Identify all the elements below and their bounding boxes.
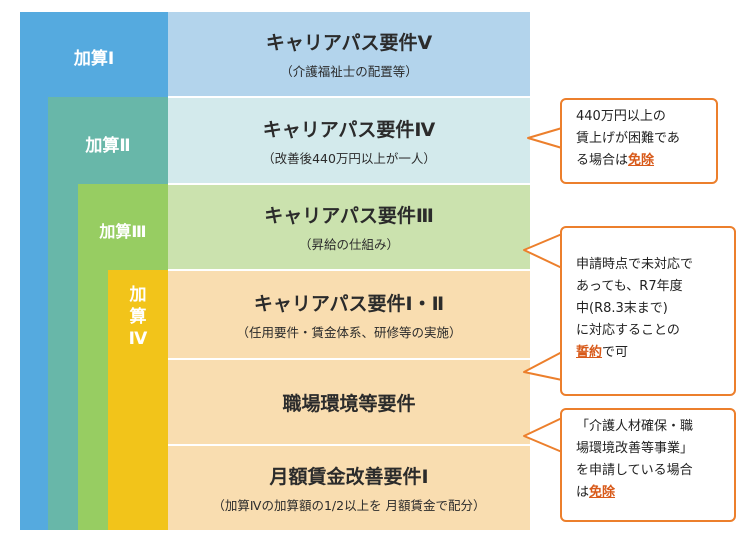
requirement-subtitle: （改善後440万円以上が一人） [262,150,436,166]
requirement-subtitle: （介護福祉士の配置等） [280,64,418,79]
callout-line: る場合は免除 [576,150,706,172]
callout-text: で可 [602,345,629,360]
callout-2-pointer-bottom [523,351,563,381]
requirement-career-path-5: キャリアパス要件Ⅴ （介護福祉士の配置等） [168,12,530,96]
level-3-label: 加算Ⅲ [99,222,147,241]
requirement-subtitle: （任用要件・賃金体系、研修等の実施） [236,324,462,340]
callout-1-pointer [527,127,563,149]
callout-line: 申請時点で未対応で [576,257,694,272]
requirement-career-path-1-2: キャリアパス要件Ⅰ・Ⅱ （任用要件・賃金体系、研修等の実施） [168,271,530,358]
requirement-career-path-4: キャリアパス要件Ⅳ （改善後440万円以上が一人） [168,98,530,183]
callout-text: は [576,485,590,500]
callout-2-pointer-top [523,233,563,269]
callout-pledge: 申請時点で未対応で あっても、R7年度 中(R8.3末まで) に対応することの … [560,226,736,396]
exemption-highlight: 免除 [589,485,616,500]
callout-line: は免除 [576,482,724,504]
callout-line: あっても、R7年度 [576,279,683,294]
requirement-title: 月額賃金改善要件Ⅰ [269,466,429,488]
callout-line: 中(R8.3末まで) [576,301,668,316]
level-2-label: 加算Ⅱ [85,136,131,156]
pledge-highlight: 誓約 [576,345,603,360]
callout-text: る場合は [576,153,629,168]
requirement-career-path-3: キャリアパス要件Ⅲ （昇給の仕組み） [168,185,530,269]
requirement-title: キャリアパス要件Ⅰ・Ⅱ [253,292,445,315]
level-4-label: 加 算 Ⅳ [108,284,168,350]
callout-line: 440万円以上の [576,109,666,124]
callout-3-pointer [523,417,563,453]
callout-line: 場環境改善等事業」 [576,441,694,456]
callout-line: 「介護人材確保・職 [576,419,694,434]
exemption-highlight: 免除 [628,153,655,168]
callout-line: に対応することの [576,323,680,338]
callout-line: 誓約で可 [576,342,724,364]
level-4-char-2: 算 [129,307,147,327]
level-4-char-3: Ⅳ [128,329,148,349]
requirement-monthly-wage: 月額賃金改善要件Ⅰ （加算Ⅳの加算額の1/2以上を 月額賃金で配分） [168,446,530,530]
requirement-title: キャリアパス要件Ⅲ [264,205,434,227]
callout-line: を申請している場合 [576,463,693,478]
requirement-subtitle: （昇給の仕組み） [298,237,399,252]
requirement-subtitle: （加算Ⅳの加算額の1/2以上を 月額賃金で配分） [212,498,486,513]
level-4-char-1: 加 [129,285,147,305]
callout-exemption-project: 「介護人材確保・職 場環境改善等事業」 を申請している場合 は免除 [560,408,736,522]
level-4-bar [108,270,168,530]
requirement-workplace-environment: 職場環境等要件 [168,360,530,444]
requirement-title: 職場環境等要件 [282,392,416,415]
level-1-label: 加算Ⅰ [73,49,115,69]
requirement-title: キャリアパス要件Ⅳ [262,118,436,141]
callout-line: 賃上げが困難であ [576,131,680,146]
callout-exemption-440: 440万円以上の 賃上げが困難であ る場合は免除 [560,98,718,184]
requirement-title: キャリアパス要件Ⅴ [265,32,433,54]
